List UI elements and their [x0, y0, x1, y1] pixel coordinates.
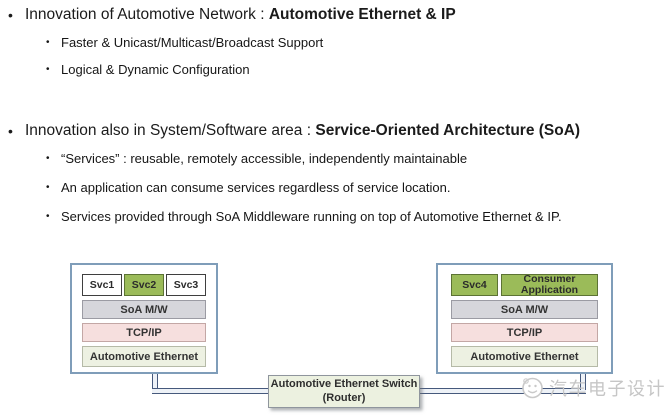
service-box-svc4: Svc4	[451, 274, 498, 296]
sub-bullet-logical-dynamic: • Logical & Dynamic Configuration	[46, 62, 250, 77]
bullet-text: Innovation of Automotive Network : Autom…	[25, 6, 456, 24]
layer-automotive-ethernet: Automotive Ethernet	[82, 346, 206, 367]
bullet-line-automotive-network: • Innovation of Automotive Network : Aut…	[8, 6, 456, 24]
sub-bullet-text: Services provided through SoA Middleware…	[61, 209, 562, 224]
sub-bullet-text: Logical & Dynamic Configuration	[61, 62, 250, 77]
bullet-marker: •	[46, 211, 50, 222]
bullet-emphasis: Automotive Ethernet & IP	[268, 6, 456, 23]
watermark-text: 汽车电子设计	[549, 378, 666, 399]
bullet-line-soa: • Innovation also in System/Software are…	[8, 122, 580, 140]
connector-right-horizontal	[420, 388, 586, 394]
layer-automotive-ethernet: Automotive Ethernet	[451, 346, 598, 367]
bullet-marker: •	[46, 153, 50, 164]
sub-bullet-faster-unicast: • Faster & Unicast/Multicast/Broadcast S…	[46, 35, 323, 50]
switch-label-line2: (Router)	[322, 391, 366, 404]
bullet-marker: •	[46, 182, 50, 193]
layer-soa-middleware: SoA M/W	[451, 300, 598, 319]
service-box-svc1: Svc1	[82, 274, 122, 296]
watermark: 汽车电子设计	[519, 374, 666, 401]
bullet-lead: Innovation of Automotive Network :	[25, 6, 269, 23]
sub-bullet-soa-middleware: • Services provided through SoA Middlewa…	[46, 209, 562, 224]
sub-bullet-services-reusable: • “Services” : reusable, remotely access…	[46, 151, 467, 166]
sub-bullet-text: An application can consume services rega…	[61, 180, 451, 195]
bullet-marker: •	[8, 7, 13, 23]
connector-left-vertical	[152, 374, 158, 394]
left-service-row: Svc1 Svc2 Svc3	[82, 274, 206, 296]
ethernet-switch-box: Automotive Ethernet Switch (Router)	[268, 375, 420, 408]
switch-label-line1: Automotive Ethernet Switch	[270, 377, 418, 390]
service-box-consumer-application: Consumer Application	[501, 273, 598, 296]
bullet-marker: •	[46, 64, 50, 75]
connector-right-vertical	[580, 374, 586, 390]
right-service-row: Svc4 Consumer Application	[451, 273, 598, 296]
bullet-marker: •	[46, 37, 50, 48]
layer-tcpip: TCP/IP	[82, 323, 206, 342]
bullet-emphasis: Service-Oriented Architecture (SoA)	[315, 122, 581, 139]
layer-soa-middleware: SoA M/W	[82, 300, 206, 319]
connector-left-horizontal	[152, 388, 268, 394]
sub-bullet-text: Faster & Unicast/Multicast/Broadcast Sup…	[61, 35, 324, 50]
service-box-svc2: Svc2	[124, 274, 164, 296]
sub-bullet-text: “Services” : reusable, remotely accessib…	[61, 151, 468, 166]
watermark-smiley-logo	[522, 377, 543, 399]
bullet-marker: •	[8, 123, 13, 139]
right-ecu-stack: Svc4 Consumer Application SoA M/W TCP/IP…	[436, 263, 613, 374]
sub-bullet-consume-services: • An application can consume services re…	[46, 180, 450, 195]
service-box-svc3: Svc3	[166, 274, 206, 296]
bullet-text: Innovation also in System/Software area …	[25, 122, 580, 140]
left-ecu-stack: Svc1 Svc2 Svc3 SoA M/W TCP/IP Automotive…	[70, 263, 218, 374]
bullet-lead: Innovation also in System/Software area …	[25, 122, 316, 139]
layer-tcpip: TCP/IP	[451, 323, 598, 342]
